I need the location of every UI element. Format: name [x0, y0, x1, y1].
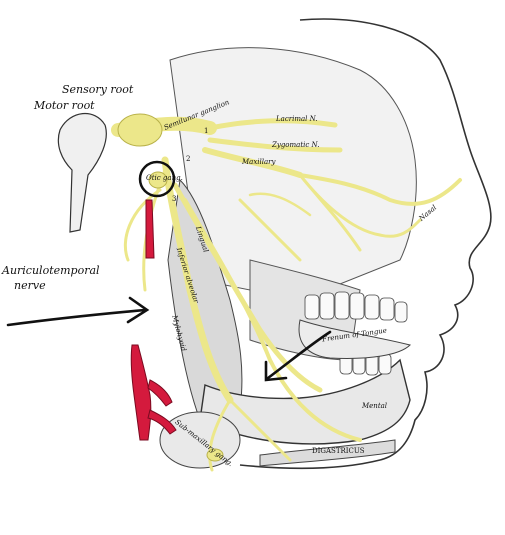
otic-ganglion-label: Otic gang.	[146, 174, 183, 182]
division-1-label: 1	[204, 127, 209, 135]
auriculotemporal-label-line2: nerve	[14, 279, 46, 292]
external-carotid-artery	[130, 199, 177, 441]
otic-ganglion-body	[148, 171, 168, 189]
face-outline	[239, 18, 492, 470]
division-3-label: 3	[172, 195, 177, 203]
digastricus-muscle	[259, 439, 396, 467]
motor-root-label: Motor root	[34, 99, 95, 112]
digastricus-label: DIGASTRICUS	[312, 447, 365, 455]
sensory-root-label: Sensory root	[62, 83, 134, 96]
arrow-lingual	[264, 330, 332, 382]
submaxillary-ganglion-body	[206, 448, 224, 462]
otic-ganglion-circle	[138, 160, 176, 198]
division-2-label: 2	[186, 155, 191, 163]
zygomatic-label: Zygomatic N.	[272, 141, 320, 149]
nerves	[111, 116, 462, 472]
semilunar-ganglion	[117, 113, 163, 147]
upper-teeth	[304, 291, 408, 323]
lacrimal-label: Lacrimal N.	[276, 115, 318, 123]
pterygoid-muscle	[167, 178, 243, 421]
mental-label: Mental	[362, 402, 388, 410]
ear-cartilage	[57, 112, 107, 233]
arrow-inferior-alveolar	[6, 296, 150, 327]
auriculotemporal-label: Auriculotemporal	[2, 264, 100, 277]
maxillary-label: Maxillary	[242, 158, 276, 166]
tongue	[298, 319, 411, 359]
